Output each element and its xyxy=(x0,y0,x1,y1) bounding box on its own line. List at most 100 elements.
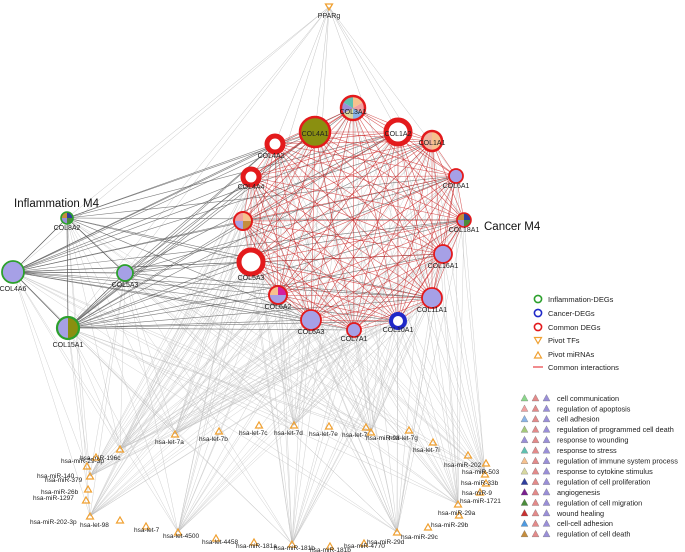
mirna-label: hsa-miR-1721 xyxy=(460,498,501,505)
gene-node-col7a1 xyxy=(346,322,362,338)
gene-label: COL4A2 xyxy=(258,153,285,160)
mirna-node xyxy=(324,421,334,430)
go-term-icon xyxy=(520,477,529,485)
go-term-icon xyxy=(531,519,540,527)
go-term-label: cell adhesion xyxy=(557,415,600,424)
gene-node-col6a1 xyxy=(448,168,464,184)
go-term-icon xyxy=(542,425,551,433)
mirna-label: hsa-miR-29b xyxy=(431,522,469,529)
gene-node-col4a6 xyxy=(1,260,25,284)
go-term-icon xyxy=(542,530,551,537)
mirna-label: hsa-let-7f xyxy=(342,432,369,439)
mirna-label: hsa-let-7b xyxy=(199,436,228,443)
gene-label: COL5A3 xyxy=(112,282,139,289)
gene-label: COL4A6 xyxy=(0,286,27,293)
gene-node-col4a2 xyxy=(264,133,286,155)
gene-label: COL6A1 xyxy=(443,183,470,190)
mirna-label: hsa-let-4500 xyxy=(163,533,200,540)
go-term-icon xyxy=(520,415,529,423)
mirna-node xyxy=(481,458,491,467)
gene-node-col1a2 xyxy=(383,117,413,147)
mirna-label: hsa-let-98 xyxy=(80,522,109,529)
mirna-node xyxy=(170,429,180,438)
mirna-node xyxy=(366,427,376,436)
go-term-icon xyxy=(542,477,551,485)
mirna-label: hsa-miR-29c xyxy=(401,534,439,541)
go-term-icon xyxy=(531,467,540,475)
mirna-node xyxy=(481,478,491,487)
mirna-label: hsa-let-7d xyxy=(274,430,303,437)
go-term-icon xyxy=(531,394,540,402)
mirna-node xyxy=(480,469,490,478)
go-term-icon xyxy=(520,498,529,506)
gene-node-col5a3 xyxy=(116,264,134,282)
go-term-icon xyxy=(520,467,529,475)
mirna-label: hsa-let-7e xyxy=(309,431,338,438)
go-term-label: regulation of cell proliferation xyxy=(557,477,650,486)
gene-node-col4a4 xyxy=(240,166,262,188)
go-term-label: regulation of apoptosis xyxy=(557,404,631,413)
gene-label: COL1A2 xyxy=(385,131,412,138)
gene-label: COL1A1 xyxy=(419,140,446,147)
go-term-icon xyxy=(520,456,529,464)
go-term-label: cell communication xyxy=(557,394,619,403)
legend-common-interactions: Common interactions xyxy=(548,363,619,372)
mirna-label: hsa-miR-202-3p xyxy=(30,519,77,526)
mirna-node xyxy=(85,511,95,520)
go-term-icon xyxy=(542,394,551,402)
go-term-icon xyxy=(531,425,540,433)
mirna-node xyxy=(359,538,369,547)
go-term-icon xyxy=(520,425,529,433)
mirna-node xyxy=(453,499,463,508)
mirna-node xyxy=(428,437,438,446)
node-pie xyxy=(457,213,471,227)
go-term-label: regulation of programmed cell death xyxy=(557,425,674,434)
mirna-label: hsa-miR-29a xyxy=(438,510,476,517)
mirna-label: hsa-miR-1297 xyxy=(33,495,74,502)
mirna-node xyxy=(392,527,402,536)
mirna-node xyxy=(463,450,473,459)
gene-node-col6a2 xyxy=(268,285,288,305)
mirna-node xyxy=(325,541,335,550)
go-term-icon xyxy=(531,446,540,454)
mirna-node xyxy=(214,426,224,435)
go-term-icon xyxy=(542,467,551,475)
go-term-icon xyxy=(542,498,551,506)
gene-label: COL10A1 xyxy=(383,327,414,334)
mirna-node xyxy=(475,487,485,496)
go-term-icon xyxy=(531,404,540,412)
mirna-label: hsa-miR-181a xyxy=(236,543,277,550)
mirna-label: hsa-let-7i xyxy=(413,447,440,454)
mirna-label: hsa-miR-4770 xyxy=(344,543,385,550)
go-term-label: wound healing xyxy=(556,509,604,518)
go-term-label: cell-cell adhesion xyxy=(557,519,613,528)
go-term-icon xyxy=(520,404,529,412)
gene-node-col5a3 xyxy=(236,247,266,277)
gene-label: COL15A1 xyxy=(53,342,84,349)
node-pie xyxy=(234,212,252,230)
gene-label: COL18A1 xyxy=(449,227,480,234)
gene-label: COL6A3 xyxy=(298,329,325,336)
mirna-node xyxy=(83,484,93,493)
go-term-icon xyxy=(531,477,540,485)
gene-node-col18a1 xyxy=(456,212,472,228)
go-term-icon xyxy=(520,488,529,496)
mirna-node xyxy=(404,425,414,434)
mirna-label: hsa-let-7c xyxy=(239,430,268,437)
mirna-node xyxy=(361,422,371,431)
gene-label: COL4A1 xyxy=(302,131,329,138)
gene-label: COL3A1 xyxy=(340,109,367,116)
gene-label: COL16A1 xyxy=(428,263,459,270)
cancer-degs-legend-icon xyxy=(533,308,543,318)
go-term-icon xyxy=(542,519,551,527)
go-term-icon xyxy=(542,404,551,412)
mirna-node xyxy=(115,444,125,453)
go-term-icon xyxy=(520,446,529,454)
legend-pivot-tfs: Pivot TFs xyxy=(548,336,580,345)
mirna-node xyxy=(82,461,92,470)
mirna-node xyxy=(287,539,297,548)
legend: Inflammation-DEGs Cancer-DEGs Common DEG… xyxy=(533,294,619,372)
mirna-node xyxy=(85,471,95,480)
go-term-label: regulation of cell migration xyxy=(557,498,642,507)
